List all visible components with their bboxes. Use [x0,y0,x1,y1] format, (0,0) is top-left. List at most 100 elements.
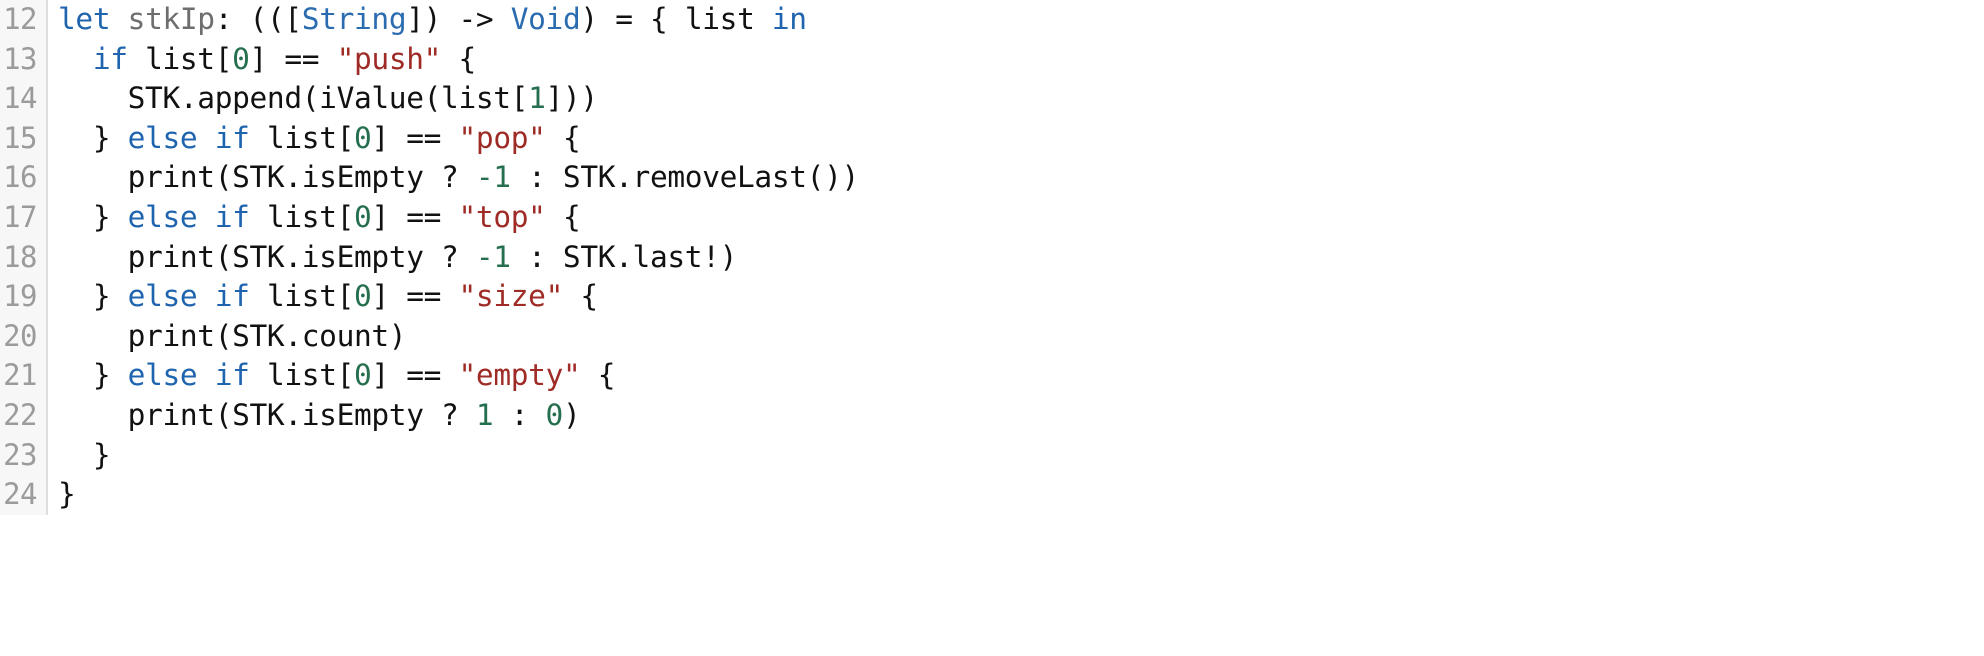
code-token-kw: else [127,279,198,314]
code-line-content[interactable]: } else if list[0] == "top" { [48,198,1984,238]
code-line[interactable]: 14 STK.append(iValue(list[1])) [0,79,1984,119]
code-token-num: 0 [354,199,372,234]
code-token-str: "top" [458,199,546,234]
gutter-divider [46,158,48,198]
code-token-id: print(STK.count) [58,318,407,353]
gutter-divider [46,79,48,119]
code-token-num: -1 [475,160,511,195]
code-token-num: -1 [475,239,511,274]
code-token-id: list[ [249,120,355,155]
code-line[interactable]: 20 print(STK.count) [0,316,1984,357]
code-token-kw: else [127,358,198,393]
code-token-num: 1 [528,81,546,116]
code-line-content[interactable]: if list[0] == "push" { [48,40,1984,80]
code-token-punc [110,2,127,36]
code-token-kw: else [127,199,198,234]
code-token-id: } [58,120,128,155]
code-line-content[interactable]: print(STK.isEmpty ? -1 : STK.removeLast(… [48,158,1984,198]
line-number: 14 [0,79,46,119]
code-token-kw: if [214,279,250,314]
code-line[interactable]: 19 } else if list[0] == "size" { [0,277,1984,317]
code-token-id: ])) [545,81,599,116]
code-token-id: ] == [371,279,459,314]
code-token-id: } [58,477,76,512]
line-number: 12 [0,0,46,40]
code-token-str: "empty" [458,358,581,393]
code-token-id: list[ [249,279,355,314]
gutter-divider [46,39,48,80]
code-token-id: list[ [249,199,355,234]
line-number: 21 [0,356,46,396]
line-number: 13 [0,39,46,80]
code-token-id: ] == [249,41,337,76]
code-line[interactable]: 16 print(STK.isEmpty ? -1 : STK.removeLa… [0,158,1984,198]
code-line-content[interactable]: } else if list[0] == "pop" { [48,119,1984,159]
code-token-id: list[ [249,358,355,393]
gutter-divider [46,475,48,515]
line-number: 19 [0,277,46,317]
gutter-divider [46,237,48,278]
code-token-id: print(STK.isEmpty ? [58,239,476,274]
code-token-id: ] == [371,358,459,393]
code-line[interactable]: 17 } else if list[0] == "top" { [0,197,1984,238]
code-token-num: 0 [232,41,250,76]
code-token-punc [197,279,214,313]
code-token-punc: : (([ [214,2,302,36]
code-line[interactable]: 23 } [0,435,1984,476]
code-token-id: : STK.removeLast()) [510,160,859,195]
line-number: 18 [0,237,46,278]
code-line-content[interactable]: } else if list[0] == "size" { [48,277,1984,317]
code-token-type: Void [510,2,581,36]
code-token-id: : [493,397,546,432]
code-line-content[interactable]: } else if list[0] == "empty" { [48,356,1984,396]
code-line-content[interactable]: } [48,436,1984,476]
code-token-id: print(STK.isEmpty ? [58,160,476,195]
code-token-kw: if [92,41,128,76]
code-token-id: print(STK.isEmpty ? [58,397,476,432]
code-line-content[interactable]: } [48,475,1984,515]
line-number: 23 [0,435,46,476]
code-token-punc: ) = { list [580,2,772,36]
code-line-content[interactable]: print(STK.isEmpty ? -1 : STK.last!) [48,238,1984,278]
code-token-id: } [58,279,128,314]
code-line[interactable]: 13 if list[0] == "push" { [0,39,1984,80]
code-token-kw: if [214,358,250,393]
code-line[interactable]: 18 print(STK.isEmpty ? -1 : STK.last!) [0,237,1984,278]
code-token-punc: ]) -> [406,2,511,36]
code-line[interactable]: 15 } else if list[0] == "pop" { [0,118,1984,159]
code-token-type: String [301,2,407,36]
line-number: 24 [0,475,46,515]
code-token-id: STK.append(iValue(list[ [58,81,529,116]
code-line[interactable]: 22 print(STK.isEmpty ? 1 : 0) [0,395,1984,436]
code-token-dim: stkIp [127,2,215,36]
code-token-id: } [58,199,128,234]
code-token-id: { [545,199,581,234]
code-token-kw: let [58,2,111,36]
code-token-num: 0 [354,120,372,155]
code-line-content[interactable]: let stkIp: (([String]) -> Void) = { list… [48,0,1984,40]
code-token-id: ] == [371,120,459,155]
code-token-kw: else [127,120,198,155]
gutter-divider [46,395,48,436]
code-token-id: { [545,120,581,155]
code-token-punc [197,358,214,392]
code-token-str: "size" [458,279,564,314]
code-line[interactable]: 21 } else if list[0] == "empty" { [0,356,1984,396]
code-line-content[interactable]: print(STK.count) [48,317,1984,357]
code-token-kw: if [214,120,250,155]
code-token-punc [197,121,214,155]
line-number: 17 [0,197,46,238]
code-token-id: { [441,41,476,76]
code-line-content[interactable]: STK.append(iValue(list[1])) [48,79,1984,119]
gutter-divider [46,435,48,476]
code-token-id: ] == [371,199,459,234]
code-line[interactable]: 24} [0,475,1984,515]
code-token-num: 0 [545,397,564,432]
code-token-id: list[ [127,41,233,76]
gutter-divider [46,197,48,238]
gutter-divider [46,277,48,317]
code-line-content[interactable]: print(STK.isEmpty ? 1 : 0) [48,396,1984,436]
code-token-id: { [580,358,616,393]
